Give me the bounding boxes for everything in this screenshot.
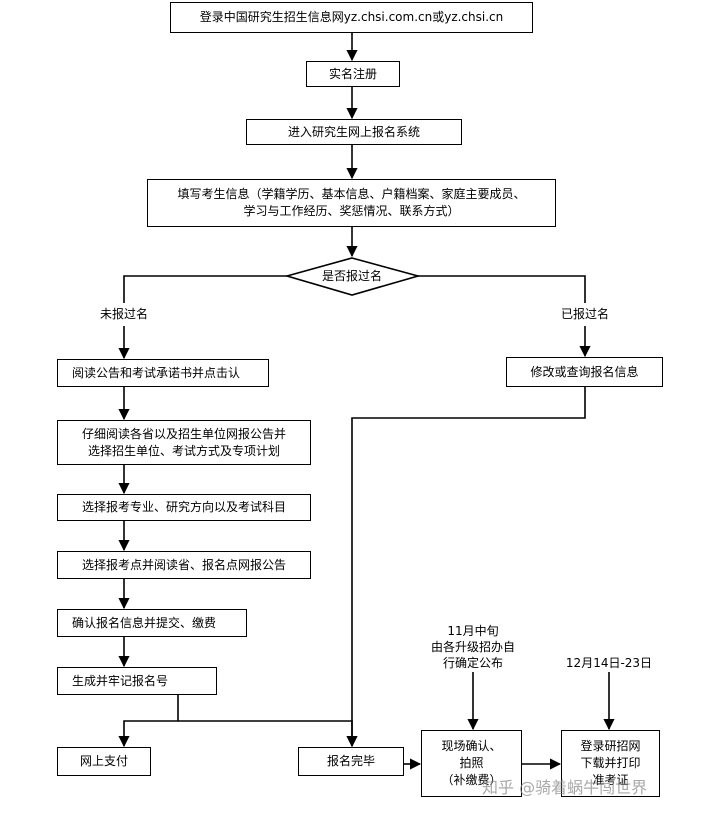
decision-label: 是否报过名 — [321, 269, 382, 283]
branch-number — [118, 695, 179, 748]
read-notice-text: 阅读公告和考试承诺书并点击认 — [72, 365, 241, 380]
fill-info-line1: 填写考生信息（学籍学历、基本信息、户籍档案、家庭主要成员、 — [177, 187, 526, 201]
confirm-pay-text: 确认报名信息并提交、缴费 — [72, 615, 217, 630]
branch-not-registered — [123, 275, 287, 303]
complete-box: 报名完毕 — [298, 747, 404, 776]
read-unit-line2: 选择招生单位、考试方式及专项计划 — [87, 443, 280, 458]
read-unit-line1: 仔细阅读各省以及招生单位网报公告并 — [81, 426, 286, 441]
mid-nov-line3: 行确定公布 — [442, 656, 503, 670]
online-pay-text: 网上支付 — [79, 754, 128, 768]
enter-system-box: 进入研究生网上报名系统 — [246, 119, 462, 145]
branch-number-complete — [178, 720, 358, 748]
register-text: 实名注册 — [328, 66, 377, 81]
fill-info-line2: 学习与工作经历、奖惩情况、联系方式） — [243, 204, 460, 218]
mid-nov-label: 11月中旬 由各升级招办自 行确定公布 — [413, 623, 533, 671]
branch-registered — [418, 275, 586, 303]
onsite-line3: （补缴费） — [441, 773, 502, 787]
onsite-line2: 拍照 — [459, 756, 484, 770]
choose-site-text: 选择报考点并阅读省、报名点网报公告 — [81, 557, 286, 572]
modify-info-box: 修改或查询报名信息 — [506, 357, 663, 387]
download-line2: 下载并打印 — [580, 756, 641, 770]
confirm-pay-box: 确认报名信息并提交、缴费 — [57, 609, 247, 637]
read-notice-box: 阅读公告和考试承诺书并点击认 — [57, 359, 269, 387]
gen-number-box: 生成并牢记报名号 — [57, 667, 217, 695]
register-box: 实名注册 — [306, 61, 400, 87]
not-registered-label: 未报过名 — [99, 307, 148, 321]
onsite-box: 现场确认、 拍照 （补缴费） — [421, 730, 522, 797]
arrow-modify-complete — [346, 387, 586, 748]
modify-info-text: 修改或查询报名信息 — [530, 364, 639, 379]
choose-major-text: 选择报考专业、研究方向以及考试科目 — [81, 500, 286, 514]
download-line1: 登录研招网 — [580, 739, 641, 753]
complete-text: 报名完毕 — [326, 754, 375, 768]
fill-info-box: 填写考生信息（学籍学历、基本信息、户籍档案、家庭主要成员、 学习与工作经历、奖惩… — [147, 179, 556, 227]
download-box: 登录研招网 下载并打印 准考证 — [561, 730, 660, 797]
mid-nov-line1: 11月中旬 — [447, 624, 499, 638]
enter-system-text: 进入研究生网上报名系统 — [287, 124, 420, 139]
dec-dates-label: 12月14日-23日 — [565, 656, 653, 670]
choose-site-box: 选择报考点并阅读省、报名点网报公告 — [57, 551, 311, 579]
login-box: 登录中国研究生招生信息网yz.chsi.com.cn或yz.chsi.cn — [170, 2, 533, 33]
gen-number-text: 生成并牢记报名号 — [72, 673, 169, 688]
decision-diamond — [284, 257, 421, 296]
mid-nov-line2: 由各升级招办自 — [430, 640, 515, 654]
watermark: 知乎 @骑着蜗牛闯世界 — [482, 778, 648, 797]
online-pay-box: 网上支付 — [57, 747, 151, 776]
registered-label: 已报过名 — [560, 307, 609, 321]
choose-major-box: 选择报考专业、研究方向以及考试科目 — [57, 494, 311, 521]
read-unit-box: 仔细阅读各省以及招生单位网报公告并 选择招生单位、考试方式及专项计划 — [57, 420, 311, 465]
login-text: 登录中国研究生招生信息网yz.chsi.com.cn或yz.chsi.cn — [199, 10, 504, 24]
download-line3: 准考证 — [592, 773, 629, 787]
onsite-line1: 现场确认、 — [441, 739, 502, 753]
